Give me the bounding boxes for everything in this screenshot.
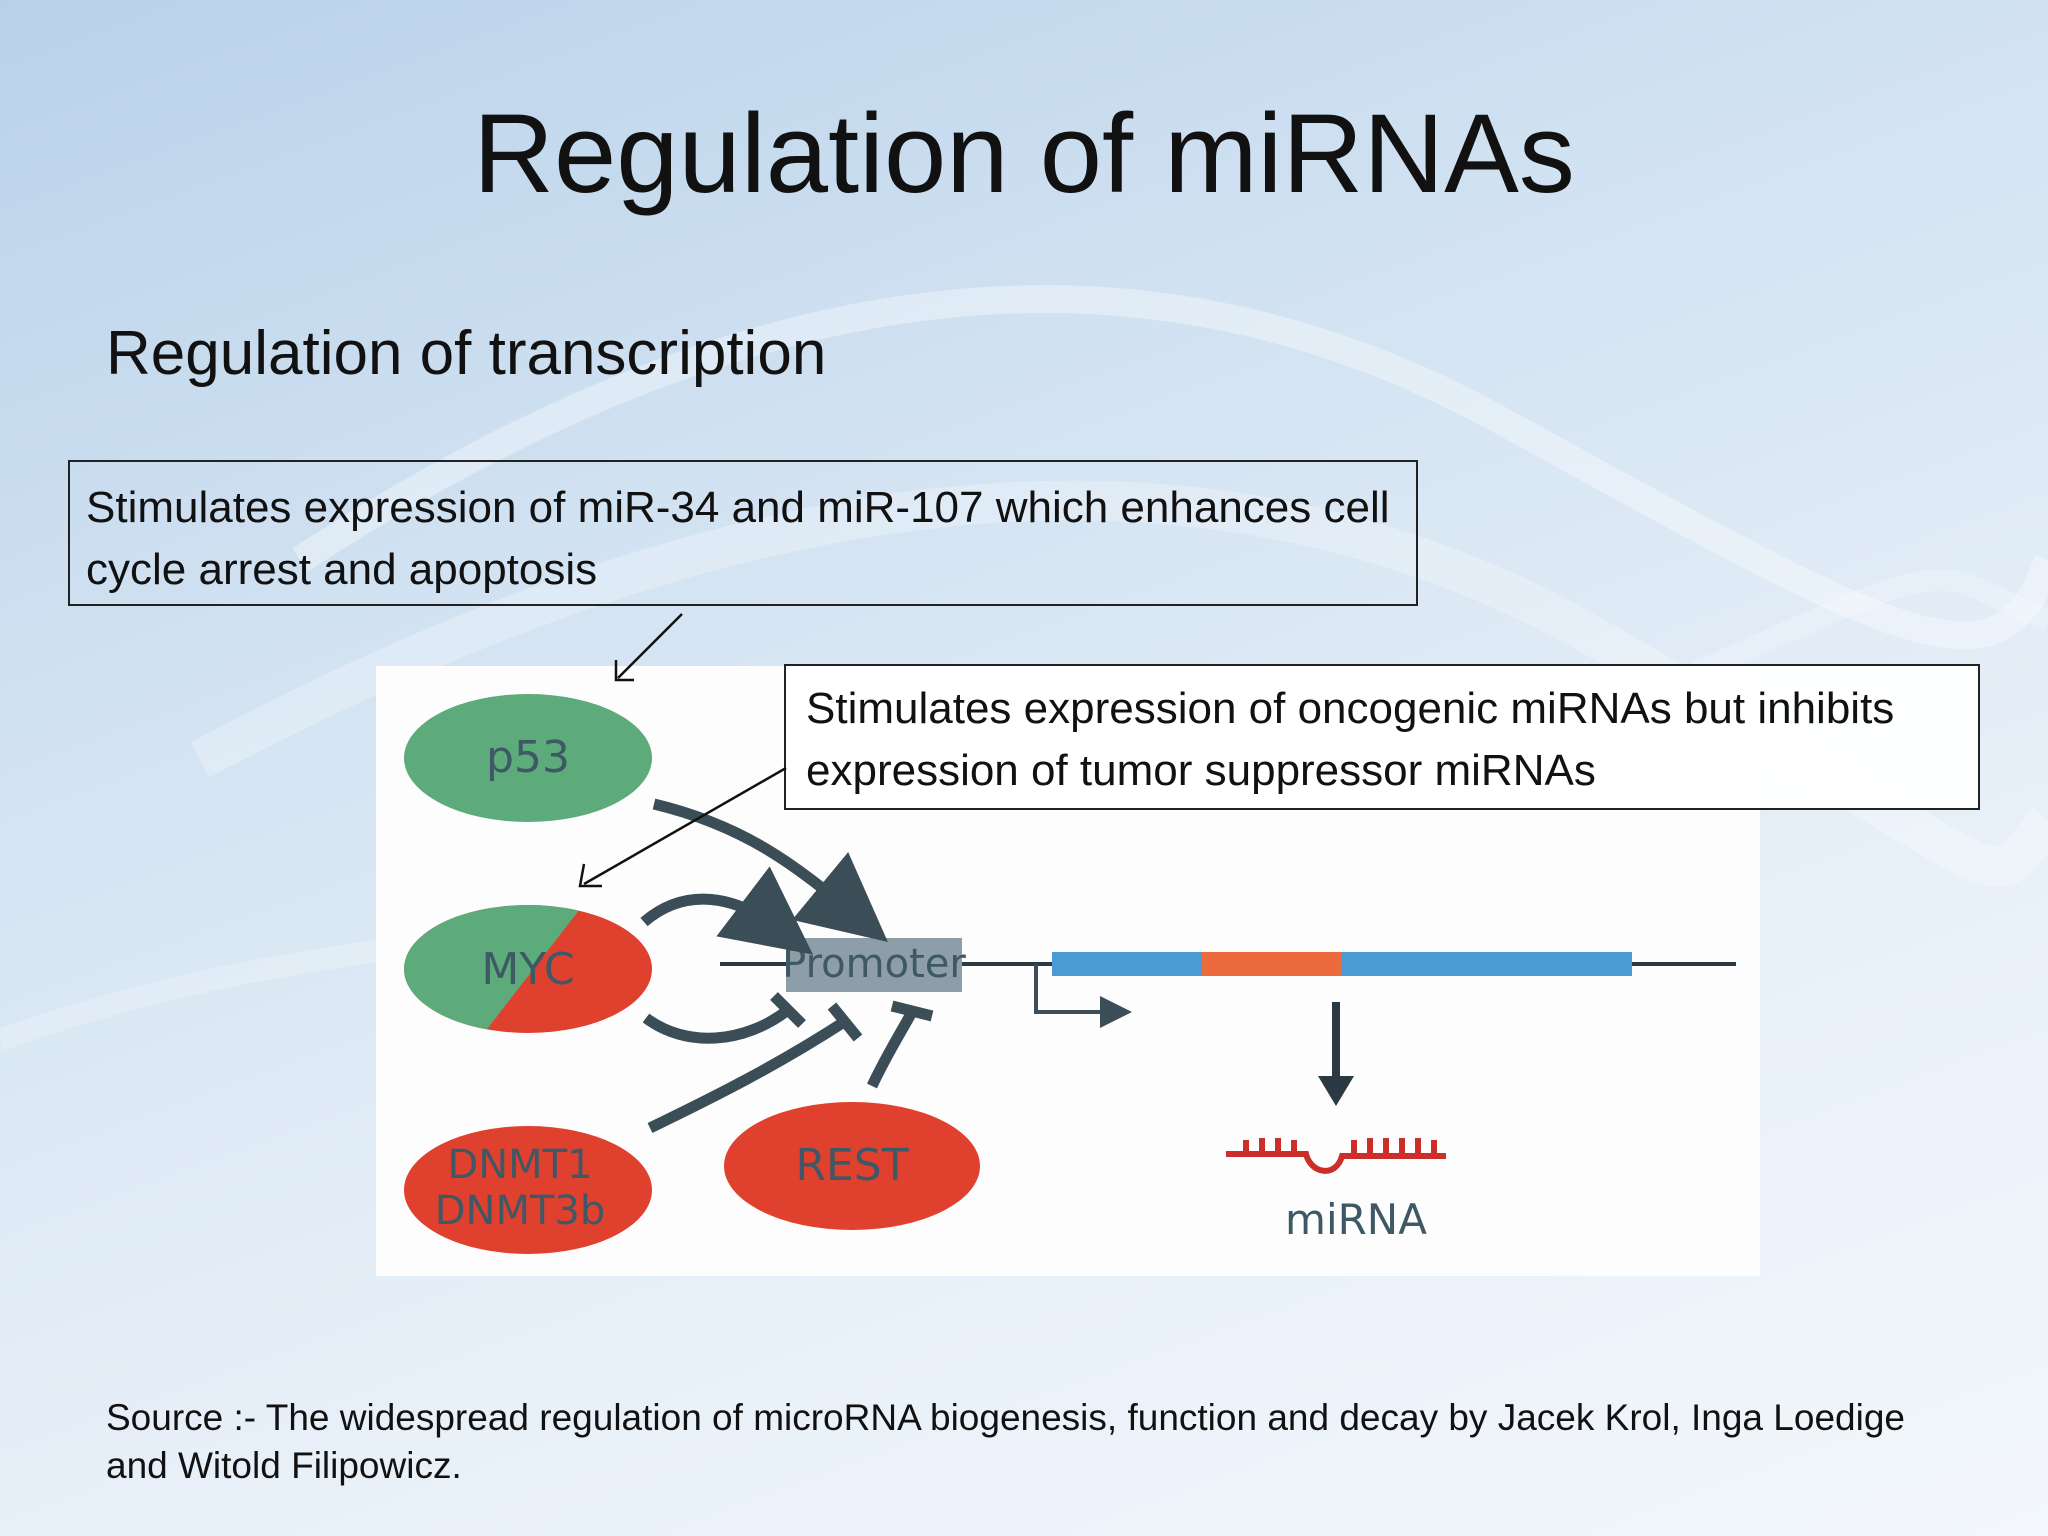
p53-node: p53 — [404, 694, 652, 822]
gene-segment-left — [1052, 952, 1202, 976]
p53-label: p53 — [486, 732, 570, 783]
p53-callout-text: Stimulates expression of miR-34 and miR-… — [86, 483, 1390, 594]
dnmt-inhibition-bar — [827, 1002, 863, 1042]
source-citation: Source :- The widespread regulation of m… — [106, 1397, 1905, 1486]
rest-ellipse — [724, 1102, 980, 1230]
gene-segment-right — [1342, 952, 1632, 976]
transcription-start-arrow — [1034, 964, 1132, 1028]
dnmt-node: DNMT1 DNMT3b — [404, 1126, 652, 1254]
rest-node: REST — [724, 1102, 980, 1230]
myc-callout-text: Stimulates expression of oncogenic miRNA… — [806, 684, 1895, 795]
myc-inhibition-arrow — [642, 1005, 792, 1044]
rest-inhibition-arrow — [867, 1009, 917, 1089]
rest-label: REST — [795, 1140, 908, 1191]
gene-segment-mirna — [1202, 952, 1342, 976]
slide-title: Regulation of miRNAs — [473, 91, 1575, 216]
myc-node: MYC — [404, 905, 652, 1033]
myc-green-half — [404, 905, 590, 1033]
myc-inhibition-bar — [770, 992, 806, 1028]
p53-callout-box: Stimulates expression of miR-34 and miR-… — [68, 460, 1418, 606]
dnmt-ellipse — [404, 1126, 652, 1254]
mirna-label: miRNA — [1285, 1195, 1427, 1244]
slide-subtitle: Regulation of transcription — [106, 319, 827, 388]
myc-callout-box: Stimulates expression of oncogenic miRNA… — [784, 664, 1980, 810]
myc-label: MYC — [481, 944, 574, 995]
rest-inhibition-bar — [890, 1000, 934, 1022]
promoter-label: Promoter — [782, 941, 966, 987]
promoter-box — [786, 938, 962, 992]
mirna-down-arrowhead — [1318, 1076, 1354, 1106]
mirna-hairpin — [1226, 1138, 1446, 1174]
dnmt-inhibition-arrow — [647, 1017, 847, 1133]
dnmt3b-label: DNMT3b — [435, 1188, 606, 1234]
myc-activation-arrow — [640, 866, 814, 955]
dnmt1-label: DNMT1 — [447, 1142, 592, 1188]
